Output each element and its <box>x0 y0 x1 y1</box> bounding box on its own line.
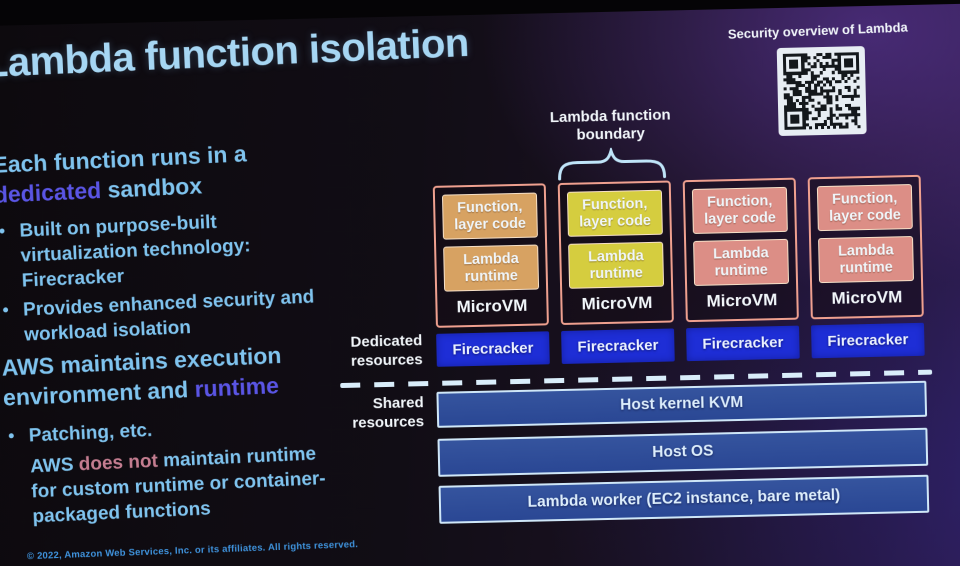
slide-title: Lambda function isolation <box>0 20 470 87</box>
host-kernel-kvm-box: Host kernel KVM <box>436 380 928 428</box>
microvm-column-1: Function, layer code Lambda runtime Micr… <box>432 183 550 367</box>
copyright-text: © 2022, Amazon Web Services, Inc. or its… <box>26 539 359 563</box>
microvm-box: Function, layer code Lambda runtime Micr… <box>807 174 924 320</box>
bullet-text: Each function runs in a <box>0 140 248 178</box>
lambda-function-boundary-label: Lambda function boundary <box>549 106 671 144</box>
lambda-worker-box: Lambda worker (EC2 instance, bare metal) <box>438 474 930 524</box>
bullet-dot-icon <box>0 228 5 234</box>
function-layer-code-box: Function, layer code <box>816 184 913 232</box>
microvm-label: MicroVM <box>581 292 653 314</box>
microvm-box: Function, layer code Lambda runtime Micr… <box>557 180 674 326</box>
function-layer-code-box: Function, layer code <box>566 189 663 237</box>
shared-resources-label: Shared resources <box>352 394 425 432</box>
bullet-text: Patching, etc. <box>28 419 153 447</box>
microvm-column-3: Function, layer code Lambda runtime Micr… <box>682 177 800 362</box>
microvm-label: MicroVM <box>706 290 778 311</box>
microvm-column-4: Function, layer code Lambda runtime Micr… <box>807 174 925 359</box>
qr-caption: Security overview of Lambda <box>727 19 909 42</box>
function-layer-code-box: Function, layer code <box>441 192 538 240</box>
function-layer-code-box: Function, layer code <box>691 186 788 234</box>
lambda-runtime-box: Lambda runtime <box>693 238 790 286</box>
qr-pattern-icon <box>782 52 861 130</box>
firecracker-box: Firecracker <box>686 325 800 362</box>
dedicated-resources-label: Dedicated resources <box>350 332 423 370</box>
bullet-text: sandbox <box>100 172 203 203</box>
microvm-label: MicroVM <box>831 287 903 308</box>
bullet-each-function: Each function runs in a dedicated sandbo… <box>0 133 358 209</box>
bullet-list: Each function runs in a dedicated sandbo… <box>0 133 373 530</box>
firecracker-box: Firecracker <box>811 322 925 359</box>
slide-surface: Lambda function isolation Security overv… <box>0 3 960 566</box>
microvm-box: Function, layer code Lambda runtime Micr… <box>432 183 549 328</box>
bullet-aws-does-not: AWS does not maintain runtime for custom… <box>6 439 373 530</box>
lambda-runtime-box: Lambda runtime <box>818 236 915 284</box>
microvm-box: Function, layer code Lambda runtime Micr… <box>682 177 799 323</box>
bullet-text: AWS <box>29 454 80 478</box>
lambda-runtime-box: Lambda runtime <box>568 241 665 289</box>
firecracker-box: Firecracker <box>561 328 675 365</box>
bullet-text: Built on purpose-built virtualization te… <box>19 211 252 292</box>
bullet-built-on: Built on purpose-built virtualization te… <box>0 203 362 294</box>
microvm-columns: Function, layer code Lambda runtime Micr… <box>432 174 925 367</box>
host-os-box: Host OS <box>437 427 929 477</box>
shared-resource-stack: Host kernel KVM Host OS Lambda worker (E… <box>436 380 930 524</box>
microvm-column-2: Function, layer code Lambda runtime Micr… <box>557 180 675 365</box>
brace-icon <box>558 146 667 181</box>
qr-code <box>776 46 867 137</box>
microvm-label: MicroVM <box>456 295 528 317</box>
lambda-runtime-box: Lambda runtime <box>443 244 540 292</box>
bullet-dot-icon <box>2 307 9 313</box>
bullet-highlight: does not <box>78 450 159 476</box>
bullet-dot-icon <box>8 433 14 439</box>
firecracker-box: Firecracker <box>436 331 550 367</box>
bullet-highlight: dedicated <box>0 176 102 208</box>
